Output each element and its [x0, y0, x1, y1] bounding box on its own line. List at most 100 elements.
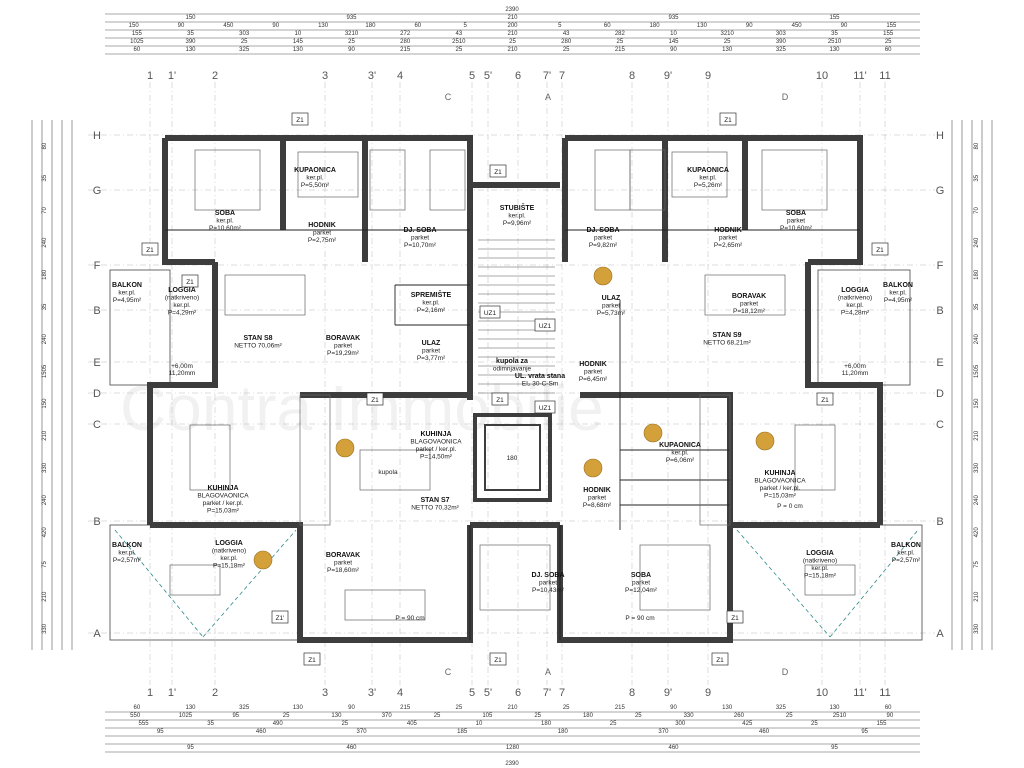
lift-label: 180 — [507, 455, 518, 462]
axis-label-top: 2 — [212, 70, 218, 82]
section-mark-bottom: A — [545, 667, 551, 677]
axis-label-bottom: 3 — [322, 687, 328, 699]
dims_top-value: 280 — [561, 39, 572, 45]
room-label-dj_soba_l: DJ. SOBA — [403, 227, 436, 234]
dims_bottom-value: 130 — [185, 705, 196, 711]
dims_top-value: 25 — [885, 39, 892, 45]
dims_top-value: 390 — [776, 39, 787, 45]
dims_top-value: 10 — [294, 31, 301, 37]
axis-label-top: 7 — [559, 70, 565, 82]
dims_bottom-value: 260 — [734, 713, 745, 719]
zone-marker-box — [491, 392, 509, 406]
dims_bottom-value: 490 — [273, 721, 284, 727]
axis-label-bottom: 1 — [147, 687, 153, 699]
room-label-balkon_l: BALKON — [112, 282, 142, 289]
room-label-ulaz_l: parket — [422, 348, 440, 355]
dims_bottom-value: 130 — [331, 713, 342, 719]
dims_top-value: 25 — [509, 39, 516, 45]
axis-label-left: B — [93, 516, 100, 528]
axis-label-top: 5 — [469, 70, 475, 82]
dims_bottom-value: 25 — [534, 713, 541, 719]
axis-label-right: C — [936, 419, 944, 431]
axis-label-bottom: 9 — [705, 687, 711, 699]
axis-label-bottom: 6 — [515, 687, 521, 699]
room-label-kupaonica_c: KUPAONICA — [659, 442, 701, 449]
dims_bottom-value: 25 — [434, 713, 441, 719]
dims_top-value: 210 — [507, 47, 518, 53]
dims_top-value: 25 — [348, 39, 355, 45]
axis-label-bottom: 5' — [484, 687, 492, 699]
dims_top-value: 90 — [841, 23, 848, 29]
left-dimension-value: 35 — [42, 303, 48, 310]
light-marker — [253, 550, 273, 570]
dims_top-value: 3210 — [720, 31, 734, 37]
right-dimension-value: 420 — [974, 527, 980, 538]
axis-label-right: F — [937, 260, 944, 272]
door-width-label: P = 90 cm — [395, 615, 424, 622]
level-label: +6,00m — [844, 363, 866, 370]
room-label-kuhinja_l: P=15,03m² — [207, 508, 240, 515]
room-label-balkon_br: BALKON — [891, 542, 921, 549]
left-dimension-value: 240 — [42, 334, 48, 345]
axis-label-left: G — [93, 185, 102, 197]
left-dimension-value: 1505 — [42, 364, 48, 378]
axis-label-top: 1' — [168, 70, 176, 82]
uz-marker-label: UZ1 — [539, 323, 552, 330]
furniture — [169, 149, 856, 621]
dims_bottom-value: 550 — [130, 713, 141, 719]
room-label-hodnik_c2: HODNIK — [583, 487, 611, 494]
room-label-kupaonica_c: P=6,06m² — [666, 457, 695, 464]
dims_top-value: 130 — [185, 47, 196, 53]
light-marker — [335, 438, 355, 458]
room-label-ul_vrata: UL. vrata stana — [515, 373, 565, 380]
zone-marker-box — [489, 164, 507, 178]
room-label-loggia_bl: ker.pl. — [220, 555, 238, 562]
room-label-boravak_r: parket — [740, 301, 758, 308]
left-dimension-value: 330 — [42, 623, 48, 634]
axis-label-top: 9' — [664, 70, 672, 82]
room-label-kupola: kupola za — [496, 358, 528, 365]
dims_top-value: 303 — [776, 31, 787, 37]
dims_bottom-value: 370 — [357, 729, 368, 735]
dims_top-value: 10 — [670, 31, 677, 37]
room-label-kuhinja_c: KUHINJA — [420, 431, 451, 438]
zone-marker-box — [489, 652, 507, 666]
dims_top-value: 25 — [455, 47, 462, 53]
kupola-label: kupola — [378, 469, 398, 476]
zone-marker-label: Z1 — [186, 279, 194, 286]
axis-label-top: 3 — [322, 70, 328, 82]
uz-marker-box — [534, 400, 556, 414]
right-dimension-value: 210 — [974, 430, 980, 441]
dims_bottom-value: 460 — [346, 745, 357, 751]
dims_top-value: 60 — [133, 47, 140, 53]
room-label-ulaz_r: P=5,73m² — [597, 310, 626, 317]
room-label-hodnik_r: P=2,65m² — [714, 242, 743, 249]
dims_top-value: 325 — [776, 47, 787, 53]
axis-label-bottom: 7 — [559, 687, 565, 699]
zone-marker-label: Z1 — [494, 169, 502, 176]
dims_top-value: 155 — [886, 23, 897, 29]
left-dimension-value: 210 — [42, 591, 48, 602]
room-label-soba_c: SOBA — [631, 572, 651, 579]
right-dimension-value: 80 — [974, 142, 980, 149]
axis-label-right: A — [936, 628, 944, 640]
room-label-hodnik_r: HODNIK — [714, 227, 742, 234]
dims_top-value: 2510 — [452, 39, 466, 45]
zone-marker-label: Z1 — [146, 247, 154, 254]
right-dimension-value: 75 — [974, 561, 980, 568]
dims_top-value: 130 — [829, 47, 840, 53]
room-label-hodnik_c: HODNIK — [579, 361, 607, 368]
zone-marker-box — [726, 610, 744, 624]
right-dimension-value: 35 — [974, 174, 980, 181]
room-label-kuhinja_l: KUHINJA — [207, 485, 238, 492]
dims_top-value: 3210 — [345, 31, 359, 37]
room-label-spremiste: ker.pl. — [422, 300, 440, 307]
dims_bottom-value: 10 — [476, 721, 483, 727]
dims_bottom-value: 90 — [670, 705, 677, 711]
left-dimension-value: 75 — [42, 561, 48, 568]
room-label-loggia_br: LOGGIA — [806, 550, 834, 557]
axis-label-top: 7' — [543, 70, 551, 82]
axis-label-bottom: 7' — [543, 687, 551, 699]
dims_bottom-value: 60 — [133, 705, 140, 711]
